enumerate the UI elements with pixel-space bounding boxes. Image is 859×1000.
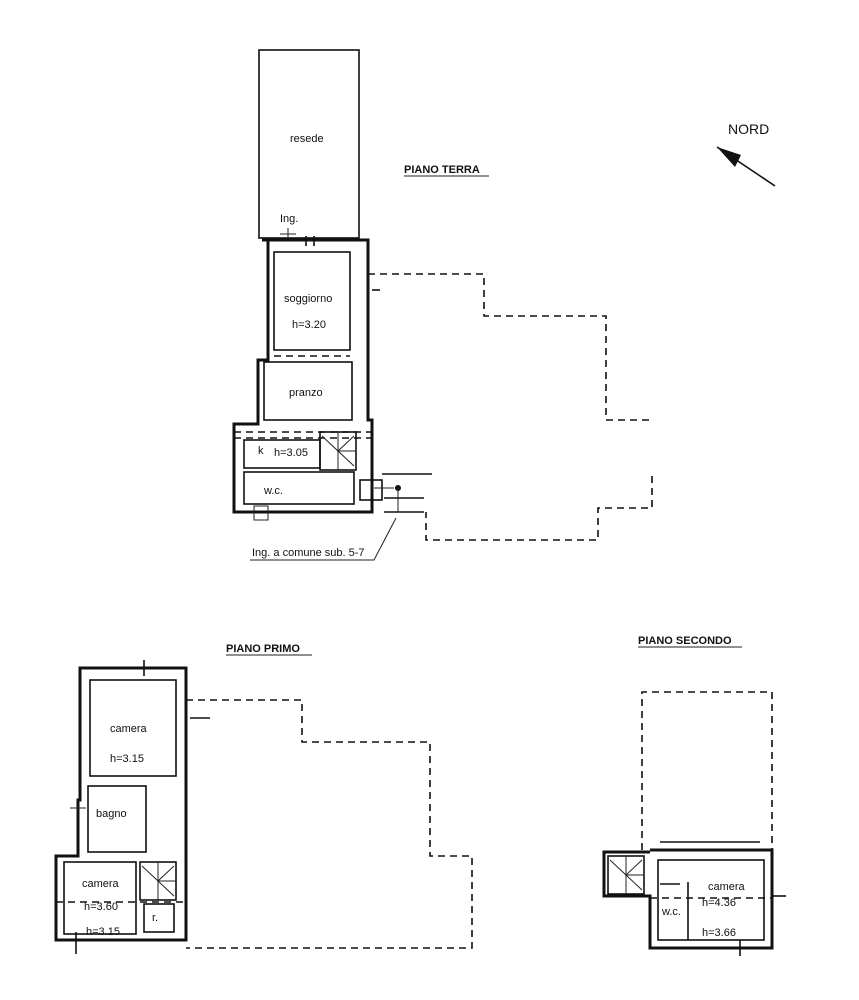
ground-floor-stair [319, 431, 357, 471]
leader-line [250, 517, 397, 561]
pranzo-room [263, 361, 353, 421]
room-label-camera2: camera [82, 878, 120, 890]
room-height-second-camera-a: h=4.36 [702, 897, 736, 909]
camera2-room [63, 861, 137, 935]
ground-floor-title: PIANO TERRA [404, 164, 480, 176]
first-floor-stair [139, 861, 177, 901]
room-height-soggiorno: h=3.20 [292, 319, 326, 331]
room-label-kitchen: k [258, 445, 264, 457]
common-entrance-walls [382, 473, 432, 513]
common-entrance-label: Ing. a comune sub. 5-7 [252, 547, 365, 559]
room-height-second-camera-b: h=3.66 [702, 927, 736, 939]
ground-floor-adjacent-outline [368, 273, 653, 541]
soggiorno-room [273, 251, 351, 351]
first-floor-plan: PIANO PRIMO camera h=3.15 bagno camera h… [54, 643, 473, 954]
first-floor-title: PIANO PRIMO [226, 643, 300, 655]
bagno-room [87, 785, 147, 853]
wc-window [253, 505, 269, 521]
room-label-bagno: bagno [96, 808, 127, 820]
room-label-resede: resede [290, 133, 324, 145]
second-floor-upper-outline [641, 691, 773, 850]
room-height-camera2-b: h=3.15 [86, 926, 120, 938]
camera1-room [89, 679, 177, 777]
room-label-entrance: Ing. [280, 213, 298, 225]
window-mark [305, 236, 315, 246]
north-arrow: NORD [716, 121, 776, 187]
room-label-pranzo: pranzo [289, 387, 323, 399]
common-entrance-landing [359, 479, 383, 501]
room-height-kitchen: h=3.05 [274, 447, 308, 459]
compass-arrow-head [717, 147, 741, 167]
second-floor-camera-room [657, 859, 765, 941]
room-label-soggiorno: soggiorno [284, 293, 332, 305]
room-label-camera1: camera [110, 723, 148, 735]
room-height-camera1: h=3.15 [110, 753, 144, 765]
room-label-r: r. [152, 912, 158, 924]
room-label-second-wc: w.c. [661, 906, 681, 918]
second-floor-outer-wall [602, 848, 774, 950]
second-floor-stair [607, 855, 645, 895]
compass-label: NORD [728, 121, 769, 137]
first-floor-adjacent-outline [186, 699, 473, 949]
room-label-wc: w.c. [263, 485, 283, 497]
room-height-camera2-a: h=3.60 [84, 901, 118, 913]
first-floor-outer-wall [54, 666, 188, 942]
second-floor-title: PIANO SECONDO [638, 635, 732, 647]
ground-floor-outer-wall [232, 238, 374, 514]
room-label-second-camera: camera [708, 881, 746, 893]
ripostiglio-room [143, 903, 175, 933]
wc-room [243, 471, 355, 505]
ground-floor-plan: PIANO TERRA resede Ing. soggiorno h=3.20… [232, 49, 653, 561]
resede-outline [258, 49, 360, 239]
second-floor-plan: PIANO SECONDO camera h=4.36 h=3.66 w.c. [602, 635, 786, 956]
